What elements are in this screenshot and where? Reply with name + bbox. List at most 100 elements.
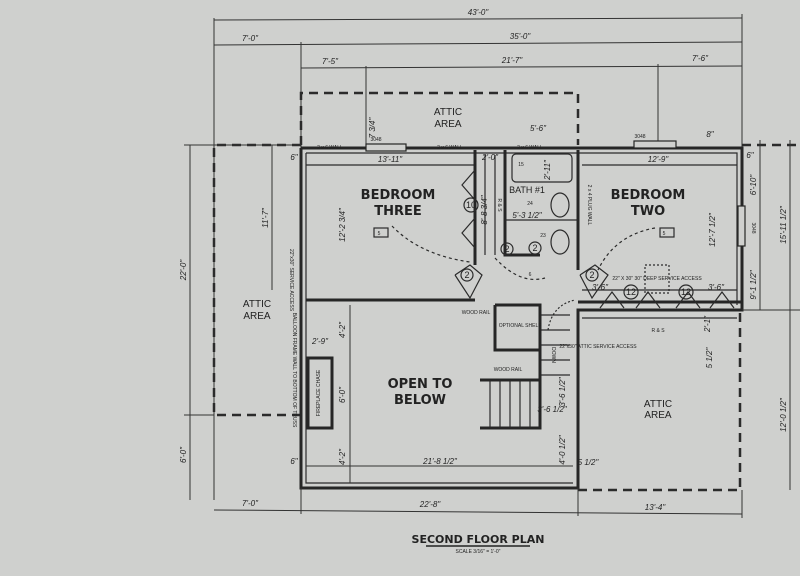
fireplace-chase bbox=[306, 356, 334, 430]
bath-fixtures bbox=[505, 153, 578, 255]
dim-open-4-2b: 4'-2" bbox=[338, 448, 347, 465]
bedroom-two-label-2: TWO bbox=[631, 204, 665, 219]
down-note: DOWN bbox=[550, 347, 556, 363]
sink bbox=[550, 229, 570, 255]
door-tag: 2 bbox=[504, 244, 509, 254]
service-access-note: 22"x30" SERVICE ACCESS bbox=[288, 249, 294, 312]
balloon-note: BALLOON FRAME WALL TO BOTTOM OF TRUSS bbox=[291, 313, 297, 428]
wall-note-c: 2 x 6 WALL bbox=[517, 145, 543, 151]
dim-stair-4-0: 4'-0 1/2" bbox=[558, 434, 567, 464]
bath-fixture-tag: 6 bbox=[529, 272, 532, 278]
dim-tub: 2'-11" bbox=[543, 159, 552, 181]
dim-open-6-0: 6'-0" bbox=[338, 386, 347, 403]
plan-title: SECOND FLOOR PLAN bbox=[412, 533, 545, 546]
dim-open-4-2a: 4'-2" bbox=[338, 321, 347, 338]
dim-left-offset: 7'-0" bbox=[242, 34, 259, 43]
door-tag: 2 bbox=[464, 270, 469, 280]
optional-shelf-note: OPTIONAL SHELF bbox=[499, 323, 542, 329]
dim-right-15-11: 15'-11 1/2" bbox=[779, 205, 788, 244]
attic-top-label-2: AREA bbox=[434, 119, 462, 130]
dim-right-9-1: 9'-1 1/2" bbox=[749, 269, 758, 299]
dim-left-lower: 6'-0" bbox=[179, 446, 188, 463]
dim-bed2-width: 12'-9" bbox=[648, 155, 670, 164]
dim-right-12-0: 12'-0 1/2" bbox=[779, 397, 788, 432]
rs-note-a: R & S bbox=[496, 198, 502, 212]
top-dimensions: 43'-0" 7'-0" 35'-0" 7'-5" 21'-7" 7'-6" bbox=[213, 8, 743, 500]
attic-left-label-1: ATTIC bbox=[243, 299, 271, 310]
door-tag: 2 bbox=[532, 243, 537, 253]
toilet bbox=[550, 192, 570, 218]
tub-tag: 15 bbox=[518, 162, 524, 168]
dim-bottom-b: 22'-8" bbox=[419, 500, 442, 509]
sink-tag: 23 bbox=[540, 233, 546, 239]
dim-bed2-b: 3'-6" bbox=[708, 283, 725, 292]
dim-2-1: 2'-1" bbox=[703, 315, 712, 333]
window-bedroom-three bbox=[365, 143, 407, 152]
dim-wall-offset: 7 3/4" bbox=[368, 117, 377, 139]
dim-6in-b: 6" bbox=[290, 457, 298, 466]
dim-bed3-depth: 12'-2 3/4" bbox=[338, 207, 347, 242]
fireplace-label: FIREPLACE CHASE bbox=[316, 369, 322, 416]
dim-5-half-a: 5 1/2" bbox=[705, 347, 714, 369]
stairs bbox=[480, 299, 576, 430]
dim-bed2-depth: 12'-7 1/2" bbox=[708, 212, 717, 247]
bottom-dimensions: 7'-0" 22'-8" 13'-4" bbox=[213, 488, 743, 518]
bedroom-three-label-1: BEDROOM bbox=[361, 188, 436, 203]
bed2-access-note: 22" X 30" 30" DEEP SERVICE ACCESS bbox=[612, 276, 702, 282]
door-tag: 12 bbox=[626, 287, 636, 297]
door-tag: 12 bbox=[681, 287, 691, 297]
bath-label: BATH #1 bbox=[509, 185, 545, 195]
dim-top-b: 21'-7" bbox=[501, 56, 524, 65]
window-label-b: 3048 bbox=[634, 134, 645, 140]
dim-closet: 8'-8 3/4" bbox=[480, 194, 489, 224]
dim-left-total: 22'-0" bbox=[179, 259, 188, 282]
wall-note-a: 2 x 6 WALL bbox=[317, 145, 343, 151]
dim-top-a: 7'-5" bbox=[322, 57, 339, 66]
window-label-a: 3048 bbox=[370, 137, 381, 143]
dim-bed2-a: 3'-6" bbox=[592, 283, 609, 292]
dim-left-11: 11'-7" bbox=[261, 207, 270, 228]
left-dimensions: 22'-0" 6'-0" 11'-7" bbox=[179, 144, 301, 500]
interior-walls bbox=[306, 150, 742, 352]
wall-note-b: 2 x 6 WALL bbox=[437, 145, 463, 151]
bedroom-two-label-1: BEDROOM bbox=[611, 188, 686, 203]
bathtub bbox=[511, 153, 573, 183]
dim-main-width: 35'-0" bbox=[510, 32, 532, 41]
dim-open-width: 21'-8 1/2" bbox=[422, 457, 458, 466]
dim-stair-3-6b: 3'-6 1/2" bbox=[537, 405, 567, 414]
fixture-tag: 5 bbox=[378, 231, 381, 237]
attic-access-note: 22"x30" ATTIC SERVICE ACCESS bbox=[559, 344, 637, 350]
interior-dimensions: 13'-11" 12'-2 3/4" 12'-9" 12'-7 1/2" 5'-… bbox=[290, 117, 755, 483]
window-label-c: 3048 bbox=[750, 222, 756, 233]
dim-bed3-width: 13'-11" bbox=[378, 155, 403, 164]
attic-right-label-2: AREA bbox=[644, 410, 672, 421]
dim-stair-3-6a: 3'-6 1/2" bbox=[558, 376, 567, 406]
toilet-tag: 24 bbox=[527, 201, 533, 207]
door-tags: 10 2 2 2 12 12 5 5 2 bbox=[373, 197, 694, 300]
dim-bath: 5'-3 1/2" bbox=[512, 211, 542, 220]
door-tag: 10 bbox=[466, 200, 476, 210]
bedroom-three-label-2: THREE bbox=[374, 204, 422, 219]
dim-fire-2-9: 2'-9" bbox=[311, 337, 329, 346]
dim-8in: 8" bbox=[706, 130, 714, 139]
dim-overall-width: 43'-0" bbox=[468, 8, 490, 17]
plug-wall-note: 2 x 4 PLUG WALL bbox=[586, 185, 592, 226]
dim-6in-a: 6" bbox=[290, 153, 298, 162]
dim-closet-width: 2'-0" bbox=[481, 153, 499, 162]
dim-5-half-b: 5 1/2" bbox=[578, 458, 600, 467]
open-to-below-label-2: BELOW bbox=[394, 393, 446, 408]
dim-bottom-a: 7'-0" bbox=[242, 499, 259, 508]
plan-scale: SCALE 3/16" = 1'-0" bbox=[456, 549, 501, 555]
door-tag: 2 bbox=[589, 270, 594, 280]
attic-top-label-1: ATTIC bbox=[434, 107, 462, 118]
wood-rail-note-a: WOOD RAIL bbox=[462, 310, 491, 316]
dim-right-6-10: 6'-10" bbox=[749, 174, 758, 196]
dim-6in-c: 6" bbox=[746, 151, 754, 160]
window-bedroom-two bbox=[633, 140, 677, 149]
rs-note-b: R & S bbox=[651, 328, 665, 334]
bed2-service-access bbox=[644, 264, 670, 294]
fixture-tag: 5 bbox=[663, 231, 666, 237]
right-dimensions: 6'-10" 15'-11 1/2" 9'-1 1/2" 12'-0 1/2" bbox=[742, 140, 800, 490]
attic-right-label-1: ATTIC bbox=[644, 399, 672, 410]
